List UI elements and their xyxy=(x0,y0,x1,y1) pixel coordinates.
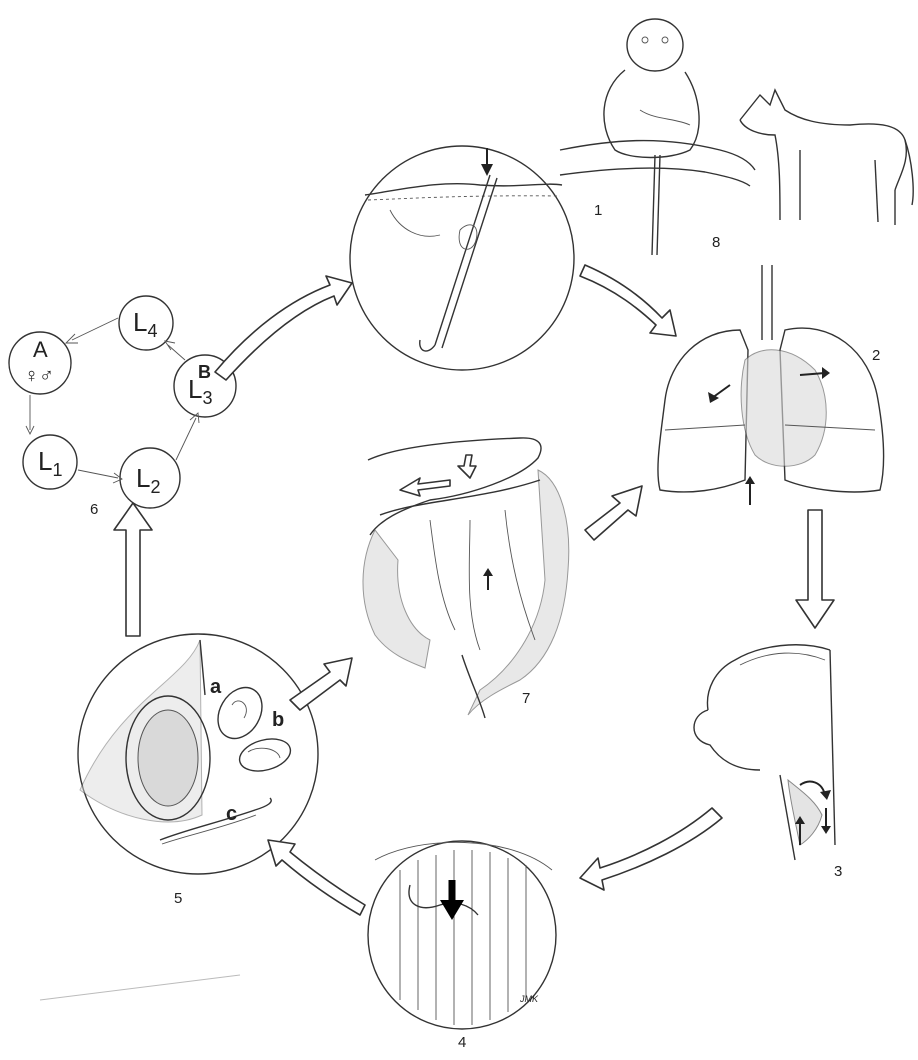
lungs-heart-panel xyxy=(658,265,884,505)
panel-number-5: 5 xyxy=(174,890,182,907)
arrow-throat-to-villi xyxy=(580,808,722,890)
sub-label-c: c xyxy=(226,803,237,825)
panel-number-1: 1 xyxy=(594,202,602,219)
scan-mark xyxy=(40,975,240,1000)
l3-mark: B xyxy=(198,362,211,382)
monkey-icon xyxy=(604,19,699,255)
arrow-lungs-to-throat xyxy=(796,510,834,628)
labels: 1 2 3 4 5 6 7 8 a b c A ♀♂ L4 L3 B L1 L2… xyxy=(24,202,880,1051)
arrow-eggs-to-intestines xyxy=(290,658,352,710)
l4-label: L4 xyxy=(133,307,157,341)
arrow-villi-to-eggs xyxy=(268,840,365,915)
panel-number-4: 4 xyxy=(458,1034,466,1051)
egg-larvae-panel xyxy=(78,634,318,874)
adult-label: A xyxy=(33,337,48,362)
hosts-illustration xyxy=(560,19,913,255)
arrow-l3-to-skin xyxy=(215,276,352,380)
arrow-eggs-to-cycle xyxy=(114,503,152,636)
sub-label-a: a xyxy=(210,676,222,698)
l2-label: L2 xyxy=(136,463,160,497)
sub-label-b: b xyxy=(272,709,284,731)
panel-number-6: 6 xyxy=(90,501,98,518)
arrow-intestines-to-lungs xyxy=(585,486,642,540)
l1-label: L1 xyxy=(38,446,62,480)
cycle-arrows xyxy=(114,265,834,915)
panel-number-2: 2 xyxy=(872,347,880,364)
adult-sex-label: ♀♂ xyxy=(24,365,54,387)
larva-b xyxy=(236,734,294,776)
skin-penetration-panel xyxy=(350,146,574,370)
panel-number-3: 3 xyxy=(834,863,842,880)
panel-number-8: 8 xyxy=(712,234,720,251)
head-throat-panel xyxy=(694,645,835,860)
panel-number-7: 7 xyxy=(522,690,530,707)
intestines-panel xyxy=(363,438,569,718)
arrow-skin-to-lungs xyxy=(580,265,676,336)
artist-signature: JMK xyxy=(519,994,539,1004)
dog-icon xyxy=(740,90,913,225)
